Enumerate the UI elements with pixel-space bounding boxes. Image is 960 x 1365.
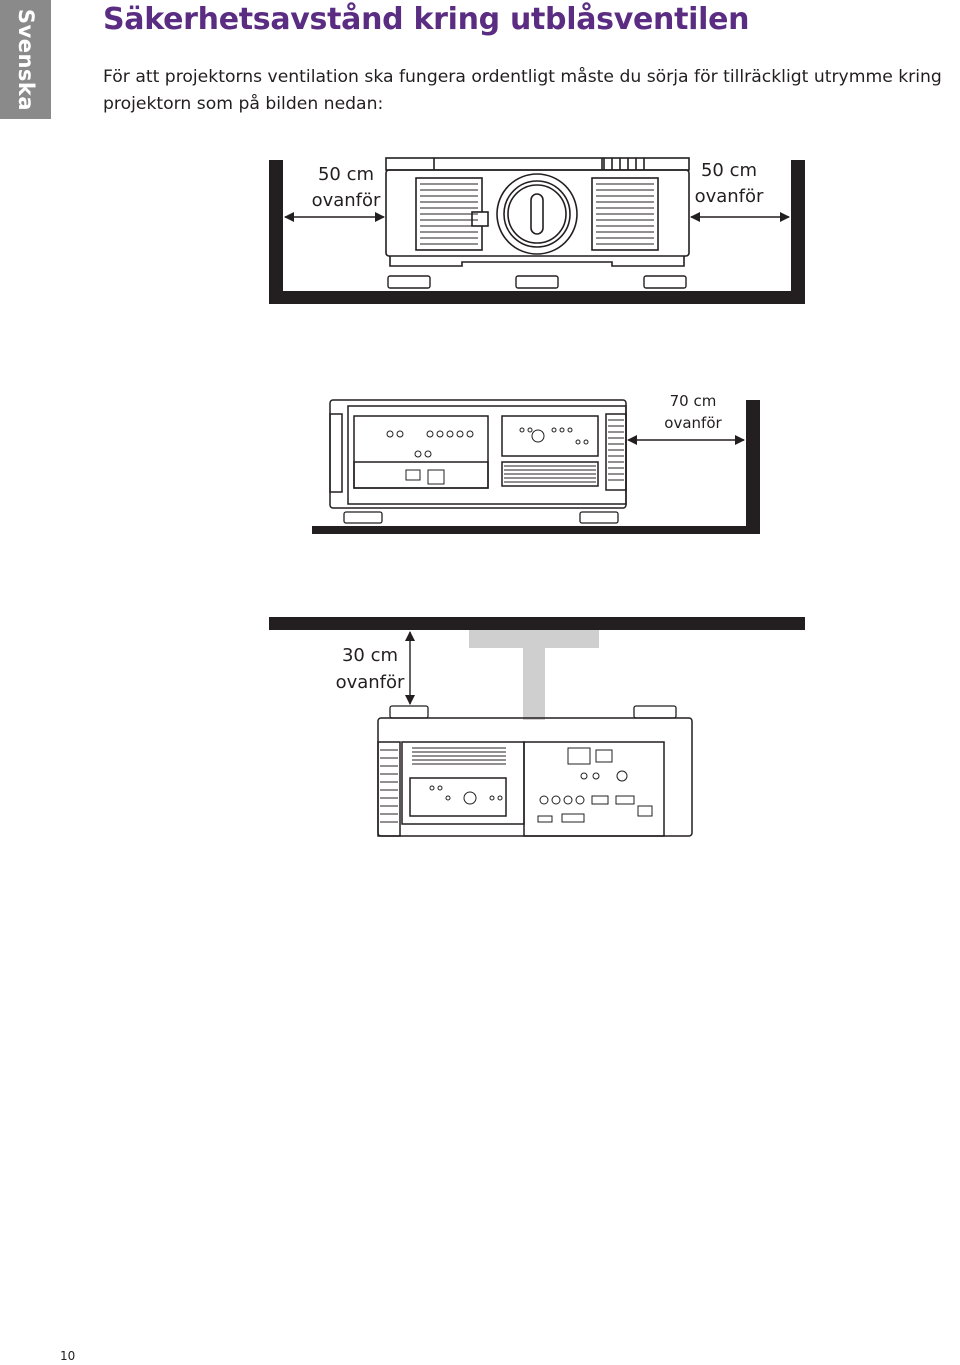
language-tab-label: Svenska [13, 8, 38, 111]
ceiling-vent-slats [380, 747, 506, 823]
intro-paragraph: För att projektorns ventilation ska fung… [103, 67, 942, 114]
side-view-diagram [312, 399, 760, 534]
front-right-clearance-label: 50 cm ovanför [694, 160, 764, 207]
right-wall [791, 160, 805, 304]
side-ports [386, 427, 589, 485]
right-wall [746, 400, 760, 534]
front-feet [387, 275, 687, 289]
side-feet [343, 511, 619, 524]
projector-front-body [385, 157, 690, 267]
floor [312, 526, 760, 534]
ceiling [269, 617, 805, 630]
side-clearance-label: 70 cm ovanför [664, 392, 722, 432]
ceiling-view-diagram [269, 617, 805, 837]
floor [269, 291, 805, 304]
projector-inverted-body [377, 717, 693, 837]
projector-side-body [329, 399, 627, 509]
ceiling-clearance-label: 30 cm ovanför [335, 645, 405, 693]
page-number: 10 [60, 1349, 76, 1363]
front-view-diagram [269, 157, 805, 304]
front-left-clearance-label: 50 cm ovanför [311, 164, 381, 211]
ceiling-ports [429, 747, 653, 823]
language-side-tab: Svenska [0, 0, 51, 119]
left-wall [269, 160, 283, 304]
page-heading: Säkerhetsavstånd kring utblåsventilen [103, 2, 750, 37]
ceiling-mount-bracket [469, 630, 599, 720]
side-vent-slats [504, 419, 624, 483]
front-vent-slats [420, 183, 654, 245]
